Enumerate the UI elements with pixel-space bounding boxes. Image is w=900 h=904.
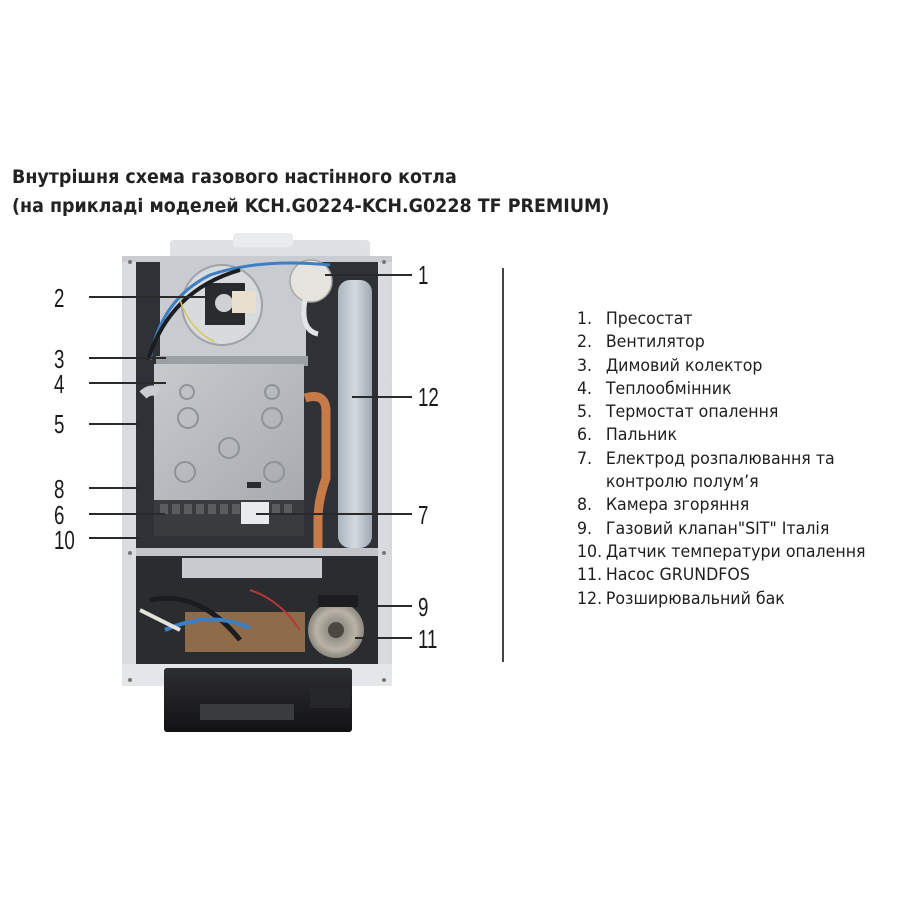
leader-line-2 (89, 296, 211, 298)
callout-3: 3 (54, 344, 65, 374)
leader-line-10 (89, 537, 140, 539)
legend-list: 1.Пресостат 2.Вентилятор 3.Димовий колек… (577, 308, 887, 611)
leader-line-6 (89, 513, 165, 515)
legend-item-11: 11.Насос GRUNDFOS (577, 565, 750, 586)
callout-6: 6 (54, 500, 65, 530)
callout-10: 10 (54, 525, 75, 555)
divider-line (502, 268, 504, 662)
legend-item-7: 7.Електрод розпалювання та (577, 448, 835, 469)
callout-8: 8 (54, 474, 65, 504)
legend-item-8: 8.Камера згоряння (577, 495, 750, 516)
callout-12: 12 (418, 382, 439, 412)
leader-line-11 (355, 637, 412, 639)
legend-item-10: 10.Датчик температури опалення (577, 541, 866, 562)
leader-line-5 (89, 423, 140, 425)
callout-2: 2 (54, 283, 65, 313)
callout-7: 7 (418, 500, 429, 530)
legend-item-7-continuation: контролю полум’я (605, 472, 759, 493)
callout-1: 1 (418, 260, 429, 290)
legend-item-1: 1.Пресостат (577, 309, 693, 329)
title-line-1: Внутрішня схема газового настінного котл… (12, 166, 457, 188)
callout-11: 11 (418, 624, 438, 654)
leader-line-8 (89, 487, 140, 489)
leader-line-9 (368, 605, 412, 607)
callout-9: 9 (418, 592, 429, 622)
leader-line-7 (256, 513, 412, 515)
title-line-2: (на прикладі моделей KCH.G0224-KCH.G0228… (12, 195, 610, 217)
callout-5: 5 (54, 409, 65, 439)
leader-line-12 (352, 396, 412, 398)
legend-item-2: 2.Вентилятор (577, 332, 705, 353)
callout-4: 4 (54, 369, 65, 399)
boiler-diagram: 1 2 3 4 5 12 8 6 7 10 9 11 (54, 233, 439, 732)
leader-line-4 (89, 382, 166, 384)
boiler-illustration (122, 233, 392, 732)
leader-line-1 (325, 274, 412, 276)
legend-item-5: 5.Термостат опалення (577, 402, 779, 423)
legend-item-9: 9.Газовий клапан"SIT" Італія (577, 518, 830, 539)
legend-item-12: 12.Розширювальний бак (577, 588, 785, 609)
leader-line-3 (89, 357, 166, 359)
page-title: Внутрішня схема газового настінного котл… (12, 163, 609, 221)
legend-item-6: 6.Пальник (577, 425, 678, 446)
legend-item-3: 3.Димовий колектор (577, 355, 763, 376)
legend-item-4: 4.Теплообмінник (577, 378, 732, 399)
